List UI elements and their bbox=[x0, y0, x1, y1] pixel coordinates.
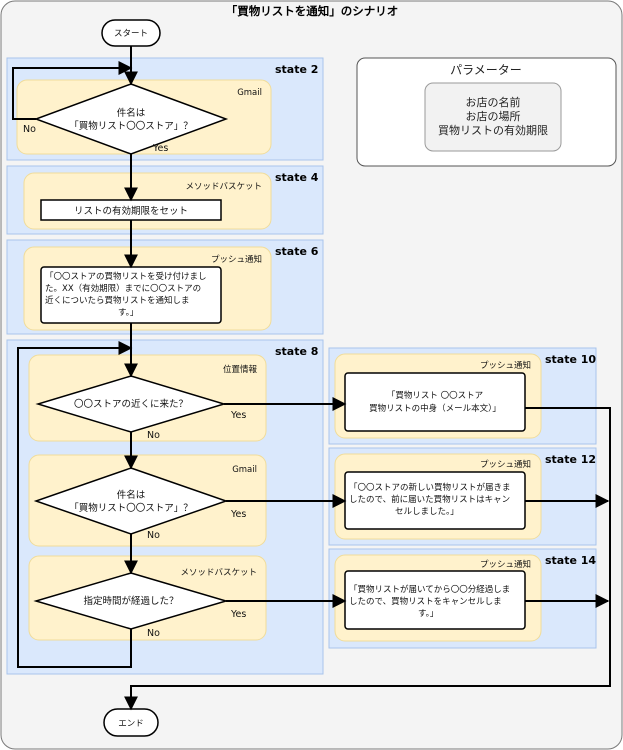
push-shopping-list bbox=[344, 372, 526, 432]
state-8-label: state 8 bbox=[275, 345, 318, 358]
flow-to-end bbox=[124, 407, 611, 711]
decision-subject-a-line2: 「買物リスト〇〇ストア」？ bbox=[69, 120, 193, 132]
push-timeout-line1: 「買物リストが届いてから〇〇分経過しま bbox=[349, 584, 510, 595]
push-replace-line1: 「〇〇ストアの新しい買物リストが届きま bbox=[349, 482, 511, 493]
push-lane-6-label: プッシュ通知 bbox=[211, 254, 262, 265]
method-lane-b-label: メソッドバスケット bbox=[180, 568, 257, 578]
gmail-lane-a-label: Gmail bbox=[237, 88, 262, 98]
edge-yes-1: Yes bbox=[152, 143, 168, 154]
edge-yes-2: Yes bbox=[230, 410, 246, 421]
method-lane-a-label: メソッドバスケット bbox=[185, 182, 262, 192]
flow-connectors bbox=[12, 46, 611, 711]
state-10-label: state 10 bbox=[545, 353, 596, 366]
state-14-label: state 14 bbox=[545, 554, 596, 567]
edge-yes-4: Yes bbox=[230, 609, 246, 620]
set-expiry-text: リストの有効期限をセット bbox=[74, 205, 188, 217]
push-timeout-line2: したので、買物リストをキャンセルしま bbox=[349, 596, 502, 607]
push-accept-line3: 近くについたら買物リストを通知しま bbox=[45, 295, 190, 306]
edge-yes-3: Yes bbox=[230, 509, 246, 520]
edge-no-2: No bbox=[147, 430, 160, 441]
push-accept-line1: 「〇〇ストアの買物リストを受け付けまし bbox=[45, 271, 207, 282]
state-4-label: state 4 bbox=[275, 171, 319, 184]
decision-subject-b-line1: 件名は bbox=[117, 489, 146, 501]
push-lane-10-label: プッシュ通知 bbox=[480, 360, 531, 371]
location-lane-label: 位置情報 bbox=[223, 364, 258, 375]
gmail-lane-b-label: Gmail bbox=[232, 465, 257, 475]
diagram-title: 「買物リストを通知」のシナリオ bbox=[226, 4, 399, 18]
push-lane-14-label: プッシュ通知 bbox=[480, 559, 531, 570]
push-accept-line2: た。XX（有効期限）までに〇〇ストアの bbox=[45, 283, 201, 294]
decision-time-elapsed-text: 指定時間が経過した？ bbox=[83, 595, 178, 607]
end-label: エンド bbox=[118, 719, 144, 729]
flow-loop-no-1 bbox=[12, 61, 133, 120]
state-2-label: state 2 bbox=[275, 63, 318, 76]
push-accept-line4: す。」 bbox=[118, 308, 138, 318]
edge-no-1: No bbox=[23, 124, 36, 135]
decision-subject-b-line2: 「買物リスト〇〇ストア」？ bbox=[69, 502, 193, 514]
push-replace-line3: セルしました。」 bbox=[395, 507, 459, 517]
state-6-label: state 6 bbox=[275, 245, 319, 258]
parameter-item: お店の場所 bbox=[466, 109, 521, 123]
push-replace-line2: したので、前に届いた買物リストはキャン bbox=[349, 494, 510, 505]
push-shopping-list-line2: 買物リストの中身（メール本文）」 bbox=[369, 403, 501, 414]
decision-subject-a-line1: 件名は bbox=[117, 107, 146, 119]
edge-no-4: No bbox=[147, 628, 160, 639]
push-shopping-list-line1: 「買物リスト 〇〇ストア bbox=[387, 390, 483, 401]
edge-no-3: No bbox=[147, 530, 160, 541]
decision-near-store-text: 〇〇ストアの近くに来た？ bbox=[74, 398, 188, 410]
state-12-label: state 12 bbox=[545, 453, 596, 466]
parameter-list-box bbox=[424, 82, 562, 152]
push-lane-12-label: プッシュ通知 bbox=[480, 459, 531, 470]
start-label: スタート bbox=[114, 29, 148, 39]
flow-loop-no-4 bbox=[17, 341, 133, 668]
push-timeout-line3: す。」 bbox=[418, 609, 438, 619]
parameter-title: パラメーター bbox=[450, 63, 522, 77]
parameter-item: 買物リストの有効期限 bbox=[438, 123, 548, 137]
parameter-item: お店の名前 bbox=[466, 95, 521, 109]
